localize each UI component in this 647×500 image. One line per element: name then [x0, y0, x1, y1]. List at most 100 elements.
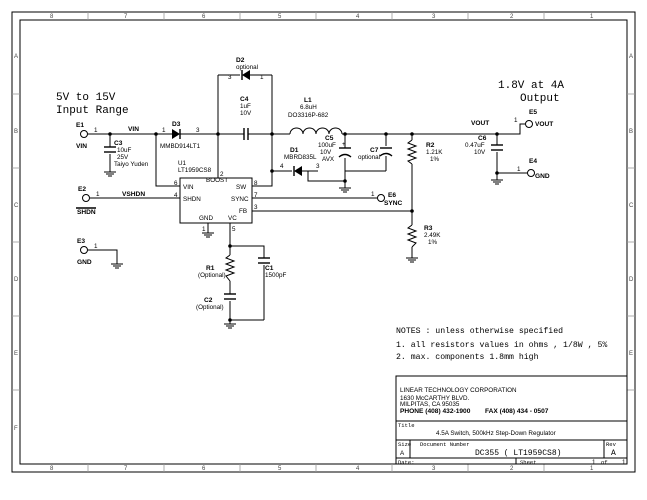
- notes-title: NOTES : unless otherwise specified: [396, 326, 563, 336]
- terminal-e2: [76, 194, 96, 209]
- r3-value1: 2.49K: [424, 232, 441, 239]
- row-label-e-right: E: [629, 351, 633, 357]
- row-label-d: D: [14, 277, 19, 283]
- tb-address1: 1630 McCARTHY BLVD.: [400, 395, 470, 402]
- c6-ref: C6: [478, 135, 487, 142]
- tb-sheet-label: Sheet: [520, 459, 537, 466]
- d1-ref: D1: [290, 147, 299, 154]
- u1-pin-sw: SW: [236, 184, 246, 191]
- terminal-e6: [377, 194, 385, 202]
- row-label-b: B: [14, 129, 18, 135]
- e6-pin: 1: [371, 191, 375, 198]
- d2-pin-a: 3: [228, 74, 232, 81]
- u1-pinnum-4: 4: [174, 192, 178, 199]
- e5-ref: E5: [529, 109, 537, 116]
- title-block: [395, 375, 628, 465]
- tb-date-label: Date:: [398, 459, 415, 466]
- r3-resistor: [406, 224, 418, 248]
- e6-label: SYNC: [384, 200, 403, 207]
- d2-value: optional: [236, 64, 258, 71]
- tb-docnum: DC355 ( LT1959CS8): [475, 449, 561, 458]
- u1-pin-gnd: GND: [199, 215, 213, 222]
- col-label-6-bottom: 6: [202, 466, 206, 472]
- d1-pin-k: 3: [316, 163, 320, 170]
- d2-pin-k: 1: [260, 74, 264, 81]
- u1-ref: U1: [178, 160, 187, 167]
- row-label-a-right: A: [629, 54, 633, 60]
- e3-pin: 1: [94, 243, 98, 250]
- col-label-3: 3: [432, 14, 436, 20]
- u1-value: LT1959CS8: [178, 167, 212, 174]
- r2-value1: 1.21K: [426, 149, 443, 156]
- tb-rev-label: Rev: [606, 441, 617, 448]
- e5-label: VOUT: [535, 121, 553, 128]
- d3-value: MMBD914LT1: [160, 143, 201, 150]
- output-spec-line2: Output: [520, 93, 560, 105]
- tb-size-label: Size: [398, 441, 411, 448]
- r1-value: (Optional): [198, 272, 226, 279]
- row-label-e: E: [14, 351, 18, 357]
- terminal-e5: [510, 120, 533, 135]
- col-label-8-bottom: 8: [50, 466, 54, 472]
- d3-pin-a: 1: [162, 127, 166, 134]
- u1-pin-sync: SYNC: [231, 196, 249, 203]
- col-label-2: 2: [510, 14, 514, 20]
- l1-value1: 6.8uH: [300, 104, 317, 111]
- input-range-line1: 5V to 15V: [56, 92, 116, 104]
- net-vshdn: VSHDN: [122, 191, 145, 198]
- svg-text:+: +: [342, 141, 346, 148]
- tb-of-label: of: [601, 459, 608, 466]
- e3-ref: E3: [77, 238, 85, 245]
- tb-phone: PHONE (408) 432-1900: [400, 408, 471, 415]
- d1-value: MBRD835L: [284, 154, 317, 161]
- c3-value1: 10uF: [117, 147, 132, 154]
- col-label-1: 1: [590, 14, 594, 20]
- e2-ref: E2: [78, 186, 86, 193]
- c4-value1: 1uF: [240, 103, 251, 110]
- col-label-3-bottom: 3: [432, 466, 436, 472]
- row-label-f: F: [14, 426, 18, 432]
- wires: [88, 74, 527, 324]
- e4-pin: 1: [517, 166, 521, 173]
- c1-ref: C1: [265, 265, 274, 272]
- terminal-e4: [527, 169, 535, 177]
- c6-value2: 10V: [474, 149, 486, 156]
- tb-title-label: Title: [398, 422, 415, 429]
- row-label-c-right: C: [629, 203, 634, 209]
- c3-value2: 25V: [117, 154, 129, 161]
- u1-ic: U1 LT1959CS8 BOOST VIN SHDN GND VC SW SY…: [174, 160, 258, 233]
- col-label-7: 7: [124, 14, 128, 20]
- terminal-e3: [80, 246, 88, 254]
- row-label-d-right: D: [629, 277, 634, 283]
- e2-label: SHDN: [77, 209, 96, 216]
- tb-docnum-label: Document Number: [420, 441, 470, 448]
- e4-label: GND: [535, 173, 550, 180]
- e4-ref: E4: [529, 158, 537, 165]
- col-label-4: 4: [356, 14, 360, 20]
- col-label-8: 8: [50, 14, 54, 20]
- col-label-2-bottom: 2: [510, 466, 514, 472]
- u1-pin-fb: FB: [239, 208, 247, 215]
- input-range-line2: Input Range: [56, 105, 129, 117]
- r3-ref: R3: [424, 225, 433, 232]
- d2-diode: [241, 70, 250, 80]
- d2-ref: D2: [236, 57, 245, 64]
- u1-pinnum-2: 2: [220, 171, 224, 178]
- u1-pinnum-3: 3: [254, 204, 258, 211]
- output-spec-line1: 1.8V at 4A: [498, 80, 564, 92]
- e1-ref: E1: [76, 122, 84, 129]
- zone-marks: 1 2 3 4 5 6 7 8 1 2 3 4 5 6 7 8 A B C D …: [12, 12, 635, 472]
- c5-capacitor: +: [338, 141, 352, 158]
- r3-value2: 1%: [428, 239, 438, 246]
- u1-pinnum-1: 1: [202, 226, 206, 233]
- c1-value: 1500pF: [265, 272, 287, 279]
- col-label-7-bottom: 7: [124, 466, 128, 472]
- r2-ref: R2: [426, 142, 435, 149]
- tb-size: A: [400, 450, 405, 457]
- c4-capacitor: [240, 128, 252, 140]
- row-label-b-right: B: [629, 129, 633, 135]
- r2-resistor: [406, 139, 418, 165]
- tb-address2: MILPITAS, CA 95035: [400, 401, 460, 408]
- u1-pin-vc: VC: [228, 215, 237, 222]
